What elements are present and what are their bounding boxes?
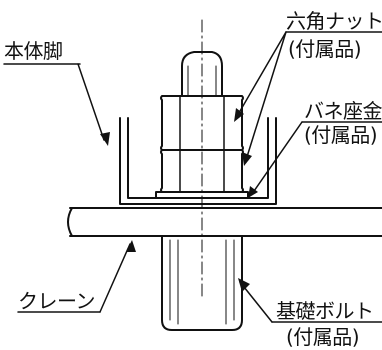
upper-hex-nut: [160, 95, 244, 151]
arrow-hontai: [100, 132, 110, 146]
arrow-base: [238, 278, 250, 292]
machine-leg: [119, 117, 277, 205]
label-foundation-bolt-accessory: (付属品): [286, 325, 360, 349]
arrow-spring: [248, 186, 258, 198]
label-hex-nut-accessory: (付属品): [288, 37, 362, 61]
arrow-nut-1: [234, 108, 244, 122]
leader-hontai: [77, 63, 105, 141]
label-spring-washer-accessory: (付属品): [304, 123, 378, 147]
label-crane: クレーン: [18, 289, 96, 313]
label-hex-nut: 六角ナット: [286, 9, 382, 33]
label-machine-leg: 本体脚: [4, 39, 63, 63]
leader-spring: [251, 121, 303, 195]
bolt-top: [181, 51, 223, 97]
bolt-shank: [161, 235, 243, 331]
leader-nut-1: [235, 31, 287, 119]
arrow-nut-2: [242, 152, 252, 166]
label-foundation-bolt: 基礎ボルト: [276, 299, 374, 323]
leader-nut-2: [245, 31, 287, 161]
label-spring-washer: バネ座金: [304, 99, 382, 123]
arrow-crane: [126, 240, 136, 252]
lower-hex-nut: [160, 149, 244, 193]
leader-crane: [99, 243, 131, 313]
